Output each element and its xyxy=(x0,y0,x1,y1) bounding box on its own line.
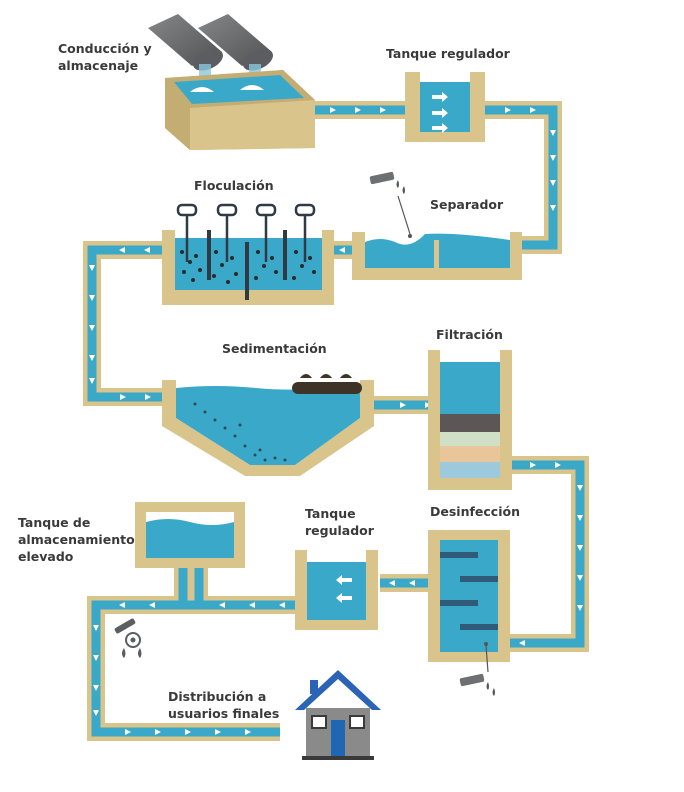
flow-arrow xyxy=(155,729,161,735)
label-tanque-elevado-line2: almacenamiento xyxy=(18,532,135,547)
label-distribucion: Distribución a usuarios finales xyxy=(168,688,279,722)
flow-arrow xyxy=(550,130,556,136)
flow-arrows xyxy=(89,107,583,735)
flow-arrow xyxy=(530,462,536,468)
flow-arrow xyxy=(339,247,345,253)
label-filtracion: Filtración xyxy=(436,327,503,342)
flow-arrow xyxy=(149,602,155,608)
label-tanque-elevado-line3: elevado xyxy=(18,549,74,564)
flow-arrow xyxy=(89,265,95,271)
flow-arrow xyxy=(89,325,95,331)
flow-arrow xyxy=(245,729,251,735)
flow-arrow xyxy=(144,247,150,253)
flow-arrow xyxy=(550,180,556,186)
flow-arrow xyxy=(249,602,255,608)
flow-arrow xyxy=(389,580,395,586)
flow-arrow xyxy=(89,295,95,301)
flow-arrow xyxy=(89,378,95,384)
flow-arrow xyxy=(577,605,583,611)
label-conduccion-line1: Conducción y xyxy=(58,41,152,56)
settling-particles xyxy=(193,402,287,462)
label-conduccion: Conducción y almacenaje xyxy=(58,40,152,74)
flow-arrow xyxy=(185,729,191,735)
flow-arrow xyxy=(577,515,583,521)
flow-arrow xyxy=(400,402,406,408)
intake-pipes xyxy=(148,14,273,82)
flow-arrow xyxy=(355,107,361,113)
storage-box xyxy=(165,70,315,150)
flow-arrow xyxy=(505,107,511,113)
flow-arrow xyxy=(577,545,583,551)
label-tanque-elevado: Tanque de almacenamiento elevado xyxy=(18,514,135,565)
label-separador: Separador xyxy=(430,197,504,212)
flow-arrow xyxy=(120,394,126,400)
label-desinfeccion: Desinfección xyxy=(430,504,520,519)
flow-arrow xyxy=(530,107,536,113)
bottom-regulating-tank xyxy=(295,550,378,630)
chemical-dropper-icon xyxy=(369,171,412,238)
flow-arrow xyxy=(519,640,525,646)
flow-arrow xyxy=(93,685,99,691)
flow-arrow xyxy=(380,107,386,113)
flow-arrow xyxy=(119,247,125,253)
flow-arrow xyxy=(279,602,285,608)
house-icon xyxy=(295,670,381,760)
label-tanque-regulador-bottom-line2: regulador xyxy=(305,523,374,538)
flow-arrow xyxy=(555,462,561,468)
label-tanque-regulador-top: Tanque regulador xyxy=(386,46,510,61)
valve-pump-icon xyxy=(114,618,142,658)
separator-tank xyxy=(352,171,522,280)
elevated-tank xyxy=(114,502,245,658)
sedimentation-tank xyxy=(162,374,374,476)
disinfectant-dropper-icon xyxy=(459,642,495,696)
flocculation-tank xyxy=(162,203,334,305)
flow-arrow xyxy=(93,710,99,716)
flow-arrow xyxy=(550,205,556,211)
flocs xyxy=(180,250,316,284)
label-conduccion-line2: almacenaje xyxy=(58,58,139,73)
flow-arrow xyxy=(93,655,99,661)
flow-arrow xyxy=(145,394,151,400)
mixers xyxy=(176,203,316,262)
flow-arrow xyxy=(550,155,556,161)
flow-arrow xyxy=(119,602,125,608)
label-floculacion: Floculación xyxy=(194,178,274,193)
flow-arrow xyxy=(89,355,95,361)
flow-arrow xyxy=(93,625,99,631)
label-distribucion-line2: usuarios finales xyxy=(168,706,280,721)
disinfection-tank xyxy=(428,530,510,696)
label-distribucion-line1: Distribución a xyxy=(168,689,267,704)
filtration-tank xyxy=(428,350,512,490)
flow-arrow xyxy=(219,602,225,608)
flow-arrow xyxy=(125,729,131,735)
flow-arrow xyxy=(409,580,415,586)
label-sedimentacion: Sedimentación xyxy=(222,341,327,356)
flow-arrow xyxy=(577,485,583,491)
flow-arrow xyxy=(577,575,583,581)
flow-arrow xyxy=(215,729,221,735)
label-tanque-regulador-bottom: Tanque regulador xyxy=(305,505,374,539)
top-regulating-tank xyxy=(405,72,485,142)
flow-arrow xyxy=(330,107,336,113)
label-tanque-regulador-bottom-line1: Tanque xyxy=(305,506,356,521)
label-tanque-elevado-line1: Tanque de xyxy=(18,515,91,530)
